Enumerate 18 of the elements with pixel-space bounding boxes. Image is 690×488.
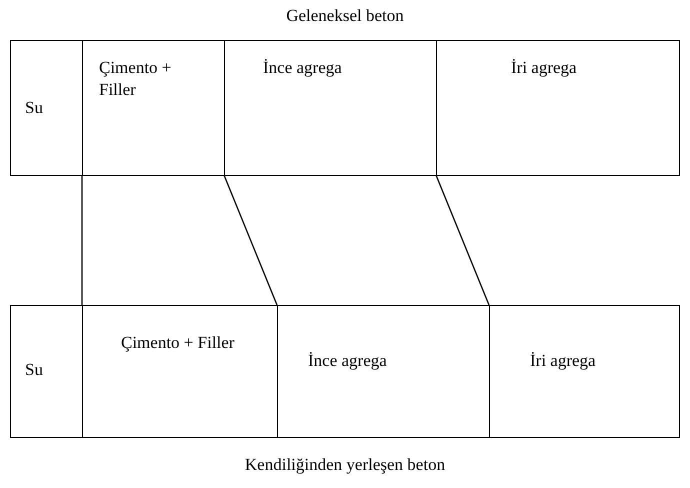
segment-box <box>82 40 225 176</box>
segment-box <box>489 305 680 438</box>
diagram-title: Geleneksel beton <box>286 6 404 26</box>
segment-box <box>10 40 83 176</box>
segment-label: Çimento + Filler <box>121 332 234 354</box>
segment-label: Su <box>25 97 43 119</box>
diagram-caption: Kendiliğinden yerleşen beton <box>244 455 446 475</box>
segment-label: Su <box>25 359 43 381</box>
segment-label: İnce agrega <box>263 57 342 79</box>
segment-label: İri agrega <box>530 350 596 372</box>
segment-label: İri agrega <box>511 57 577 79</box>
segment-box <box>10 305 83 438</box>
segment-box <box>277 305 490 438</box>
segment-box <box>82 305 278 438</box>
segment-label: İnce agrega <box>308 350 387 372</box>
segment-box <box>224 40 437 176</box>
segment-label: Çimento + Filler <box>99 57 172 101</box>
segment-box <box>436 40 680 176</box>
